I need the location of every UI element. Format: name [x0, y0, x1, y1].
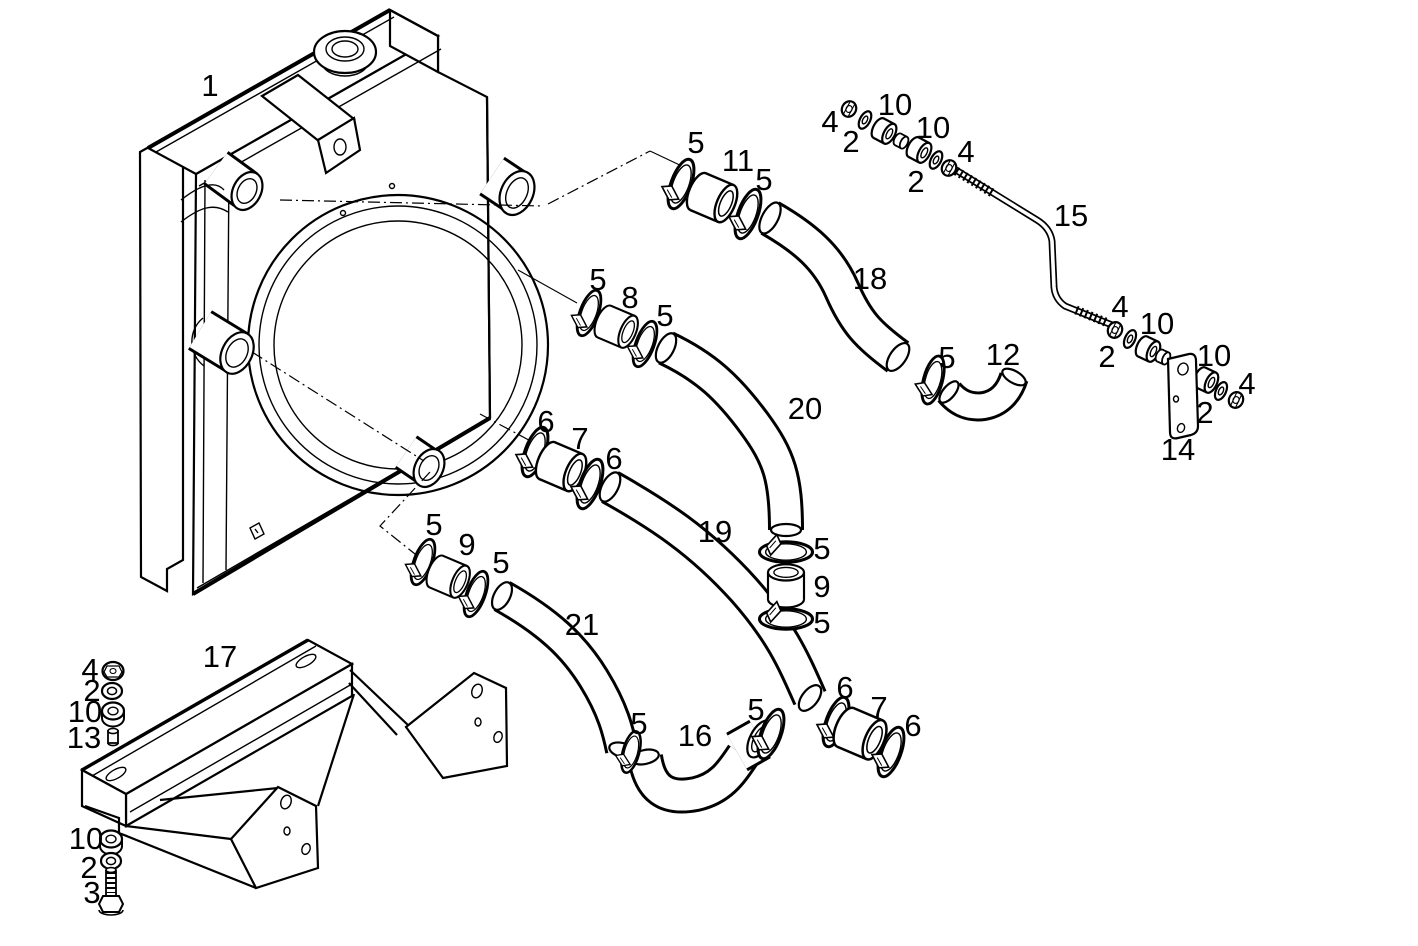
radiator-core-slab [138, 126, 185, 593]
sleeve [766, 563, 806, 609]
part-label-20-24: 20 [788, 391, 822, 426]
bracket-slot [105, 766, 127, 782]
part-label-10-18: 10 [1140, 306, 1174, 341]
part-label-5-31: 5 [492, 545, 509, 580]
part-label-5-43: 5 [747, 692, 764, 727]
part-label-6-25: 6 [537, 404, 554, 439]
bracket-slot [295, 653, 317, 669]
face-hole [388, 182, 396, 190]
elbow-hose-12 [937, 367, 1029, 422]
part-label-5-14: 5 [656, 298, 673, 333]
part-label-10-7: 10 [916, 110, 950, 145]
top-strap-bracket [260, 73, 362, 175]
part-label-6-46: 6 [904, 708, 921, 743]
part-label-9-30: 9 [458, 527, 475, 562]
part-label-17-36: 17 [203, 639, 237, 674]
part-label-5-3: 5 [755, 162, 772, 197]
part-label-14-23: 14 [1161, 432, 1195, 467]
part-label-4-37: 4 [81, 652, 98, 687]
part-label-3-49: 3 [83, 875, 100, 910]
part-label-4-22: 4 [1238, 366, 1255, 401]
part-label-5-15: 5 [938, 340, 955, 375]
bracket-hardware-upper [100, 660, 126, 747]
part-label-6-44: 6 [836, 670, 853, 705]
part-label-2-5: 2 [842, 124, 859, 159]
stay-bracket-plate [1166, 352, 1200, 440]
hose-18 [758, 201, 911, 373]
part-label-16-42: 16 [678, 718, 712, 753]
part-label-7-45: 7 [870, 690, 887, 725]
hose-19 [598, 471, 827, 712]
part-label-5-41: 5 [630, 706, 647, 741]
nut [837, 97, 861, 121]
nut [101, 660, 125, 682]
part-label-2-48: 2 [80, 850, 97, 885]
part-label-11-2: 11 [722, 143, 754, 178]
part-label-1-0: 1 [201, 68, 218, 103]
part-label-8-13: 8 [621, 280, 638, 315]
part-label-7-26: 7 [571, 421, 588, 456]
bracket-gusset-left [229, 785, 320, 890]
radiator-lower-left-pipe [188, 310, 255, 375]
part-label-5-34: 5 [813, 605, 830, 640]
washer [99, 851, 123, 871]
drain-plate [249, 522, 265, 540]
face-hole [339, 209, 347, 217]
part-label-10-6: 10 [878, 87, 912, 122]
radiator-outlet-pipe [394, 435, 446, 489]
hose-20 [654, 331, 804, 538]
part-label-9-33: 9 [813, 569, 830, 604]
part-label-4-4: 4 [821, 104, 838, 139]
part-label-2-9: 2 [907, 164, 924, 199]
hose-21 [490, 581, 639, 759]
part-label-13-40: 13 [67, 720, 101, 755]
spacer [107, 727, 119, 747]
part-label-6-27: 6 [605, 441, 622, 476]
mount-bracket [79, 638, 509, 890]
hose-clamp [757, 533, 815, 564]
part-label-5-1: 5 [687, 125, 704, 160]
bracket-hardware-lower [97, 829, 125, 916]
bracket-gusset-right [404, 671, 509, 780]
part-label-19-28: 19 [698, 514, 732, 549]
radiator-right-pipe [479, 156, 536, 217]
part-label-5-29: 5 [425, 507, 442, 542]
part-label-21-35: 21 [565, 607, 599, 642]
part-label-10-47: 10 [69, 821, 103, 856]
part-label-2-38: 2 [83, 673, 100, 708]
fan-shroud-ring-inner [258, 205, 538, 485]
bolt [97, 866, 125, 916]
part-label-10-39: 10 [68, 694, 102, 729]
part-label-4-17: 4 [1111, 289, 1128, 324]
part-label-2-19: 2 [1098, 339, 1115, 374]
filler-cap [312, 29, 378, 77]
radiator-upper-left-pipe [180, 151, 264, 223]
part-label-5-32: 5 [813, 531, 830, 566]
washer [100, 681, 124, 701]
bushing [98, 829, 124, 856]
radiator [138, 8, 550, 596]
part-label-10-20: 10 [1197, 338, 1231, 373]
part-label-4-8: 4 [957, 134, 974, 169]
bushing [100, 701, 126, 728]
stay-rod [949, 164, 1114, 329]
part-label-2-21: 2 [1196, 395, 1213, 430]
part-label-18-11: 18 [853, 261, 887, 296]
part-label-15-10: 15 [1054, 198, 1088, 233]
part-label-12-16: 12 [986, 337, 1020, 372]
part-label-5-12: 5 [589, 262, 606, 297]
